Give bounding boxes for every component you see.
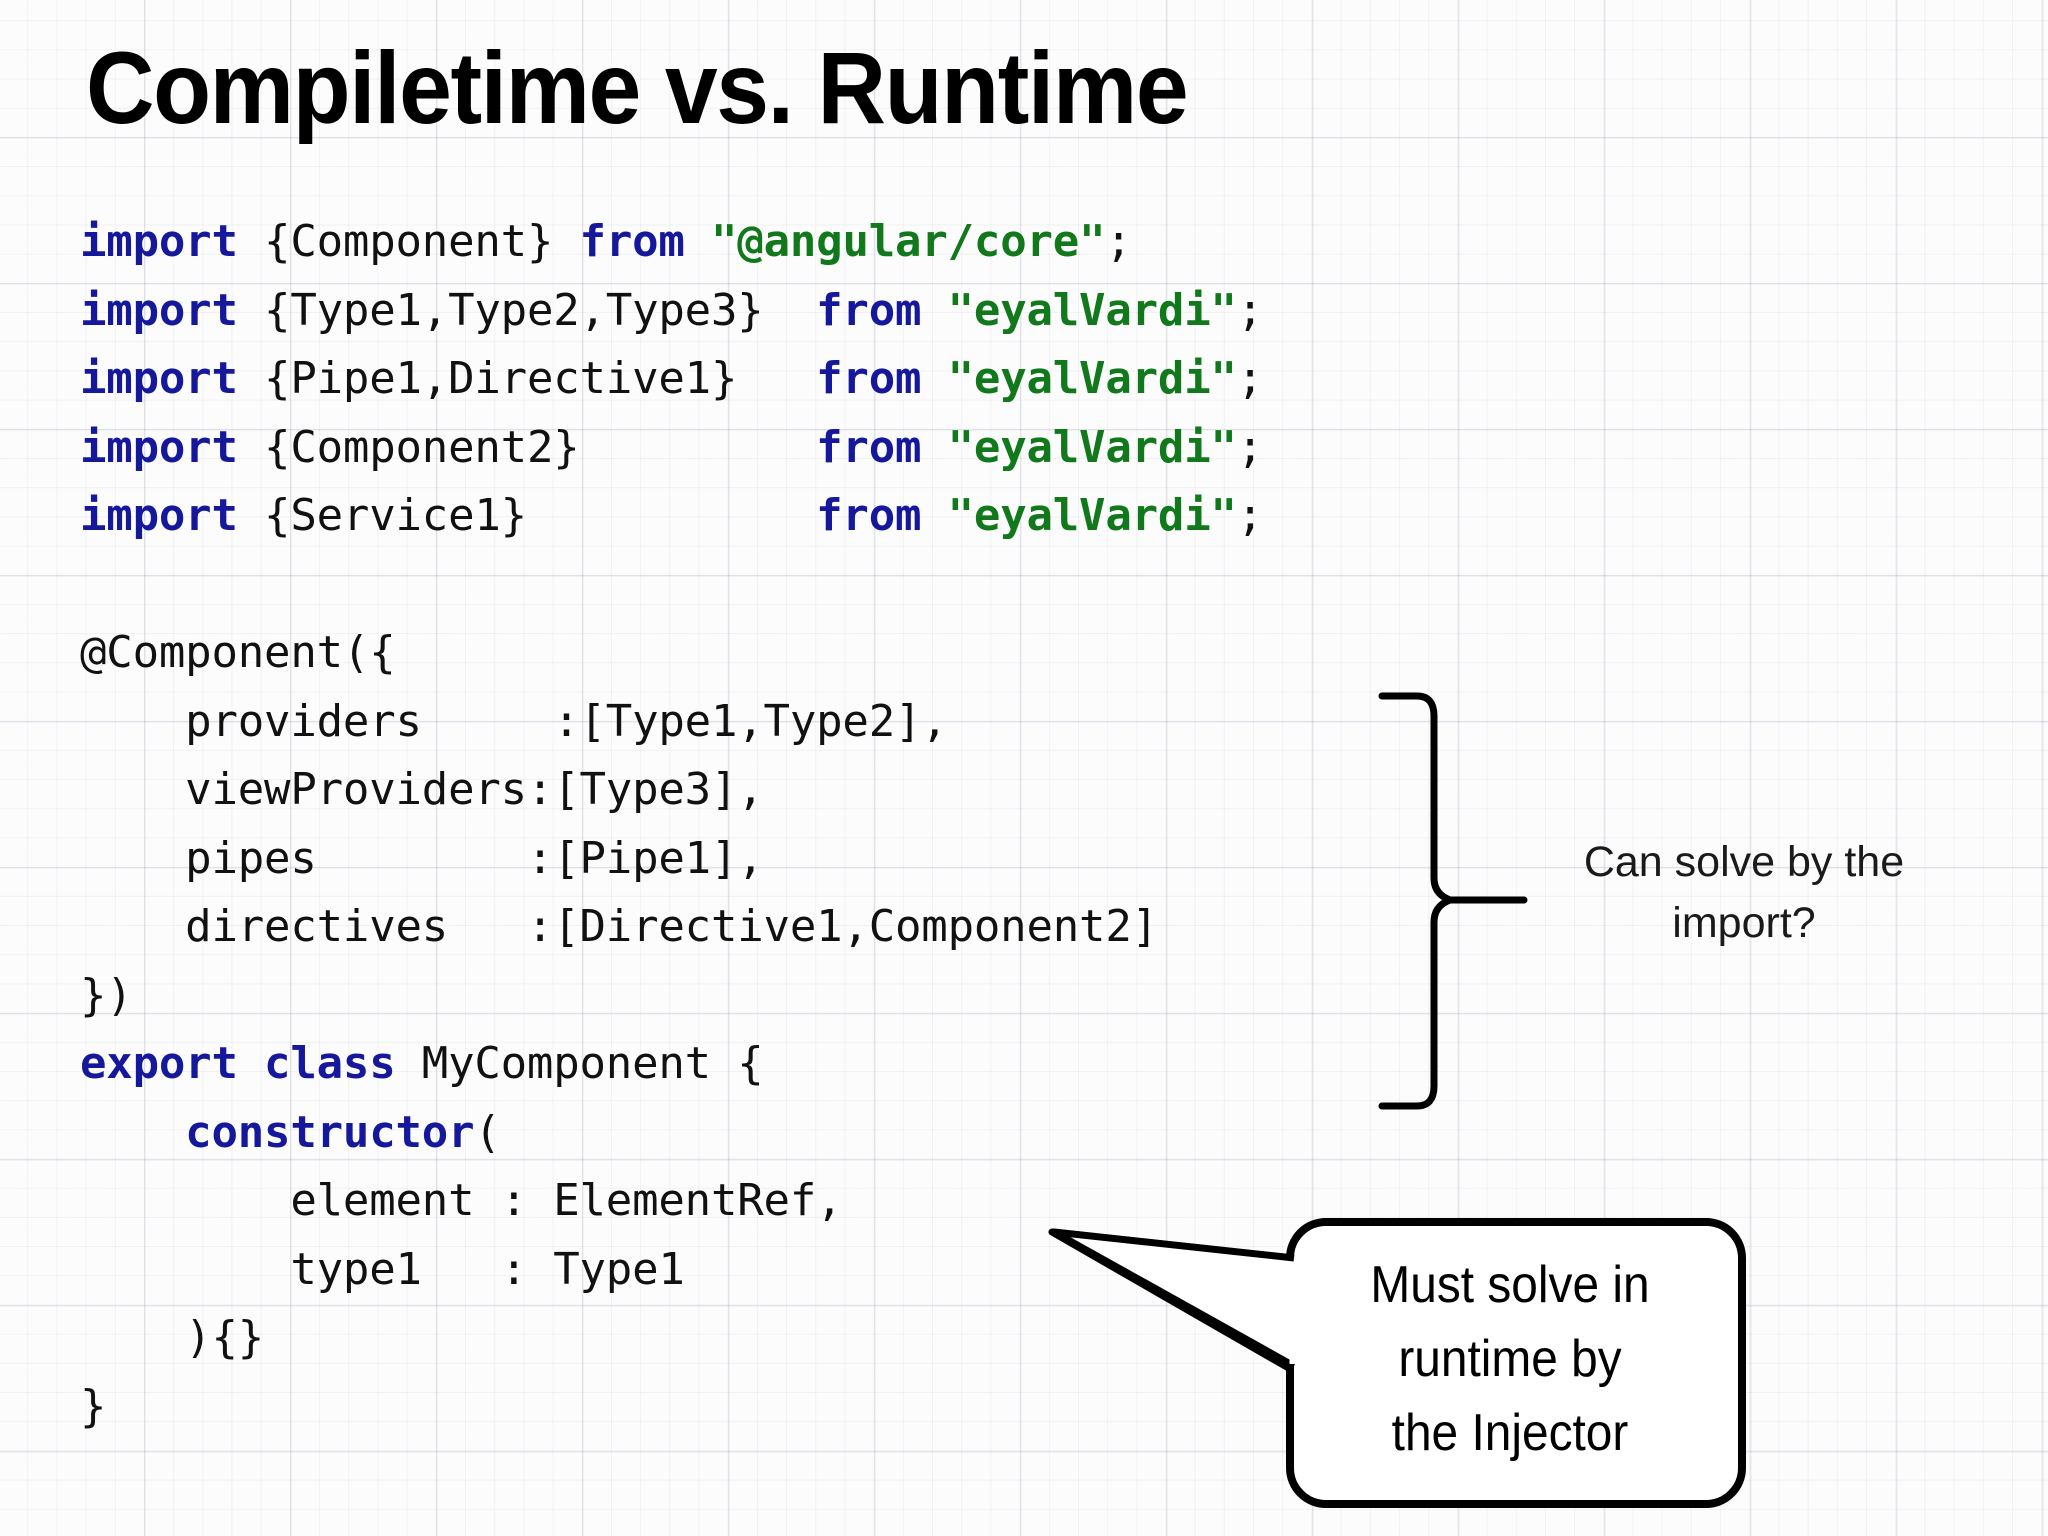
code-token: {Component2} (237, 421, 817, 473)
code-token: import (80, 421, 238, 473)
code-token: @Component({ (80, 627, 396, 678)
code-token: "eyalVardi" (947, 353, 1237, 404)
code-token: } (80, 1380, 107, 1432)
brace-annotation-line-2: import? (1672, 899, 1816, 947)
code-token: {Pipe1,Directive1} (237, 353, 817, 404)
code-token: type1 : Type1 (80, 1243, 685, 1295)
code-token: {Component} (237, 216, 580, 267)
code-line-providers: providers :[Type1,Type2], (80, 688, 1263, 757)
code-line-import-pipe-directive: import {Pipe1,Directive1} from "eyalVard… (80, 345, 1263, 414)
code-line-import-types: import {Type1,Type2,Type3} from "eyalVar… (80, 277, 1263, 346)
code-token (921, 490, 947, 541)
code-token: from (816, 490, 922, 541)
code-token: "eyalVardi" (947, 421, 1237, 473)
curly-brace-annotation (1372, 688, 1528, 1110)
code-line-decorator-open: @Component({ (80, 619, 1263, 688)
code-token: pipes :[Pipe1], (80, 832, 764, 884)
code-token (921, 353, 947, 404)
code-token: viewProviders:[Type3], (80, 764, 764, 815)
code-token: "eyalVardi" (947, 284, 1237, 336)
code-line-import-component: import {Component} from "@angular/core"; (80, 208, 1263, 277)
code-token: import (80, 216, 238, 267)
code-token: ){} (80, 1312, 265, 1363)
code-token (685, 216, 711, 267)
code-token: import (80, 353, 238, 404)
code-token: directives :[Directive1,Component2] (80, 901, 1158, 952)
code-token: from (816, 353, 922, 404)
code-token: {Type1,Type2,Type3} (237, 284, 817, 336)
code-line-pipes: pipes :[Pipe1], (80, 825, 1263, 894)
code-line-import-component2: import {Component2} from "eyalVardi"; (80, 414, 1263, 483)
code-line-class-close: } (80, 1373, 1263, 1442)
brace-annotation-text: Can solve by the import? (1534, 832, 1954, 954)
code-token: ; (1236, 353, 1264, 404)
code-token: {Service1} (237, 490, 817, 541)
code-token: constructor (185, 1106, 475, 1158)
callout-line-2: runtime by (1398, 1330, 1622, 1388)
code-token (921, 422, 947, 473)
code-token: element : ElementRef, (80, 1175, 843, 1226)
code-token: "eyalVardi" (947, 490, 1237, 541)
code-token: ( (474, 1106, 501, 1158)
code-token: import (80, 284, 238, 336)
code-token: ; (1236, 421, 1264, 473)
code-line-class-decl: export class MyComponent { (80, 1030, 1263, 1099)
callout-bubble: Must solve in runtime by the Injector (1002, 1214, 1762, 1514)
code-line-import-service1: import {Service1} from "eyalVardi"; (80, 482, 1263, 551)
code-line-param-type1: type1 : Type1 (80, 1236, 1263, 1305)
code-token: from (579, 216, 685, 267)
code-token: from (816, 284, 922, 336)
code-token (921, 285, 947, 336)
page-title: Compiletime vs. Runtime (86, 31, 1189, 145)
code-token: }) (80, 969, 133, 1021)
code-line-blank-1 (80, 551, 1263, 620)
code-block: import {Component} from "@angular/core";… (80, 208, 1263, 1441)
brace-annotation-line-1: Can solve by the (1583, 838, 1905, 886)
code-line-decorator-close: }) (80, 962, 1263, 1031)
callout-text: Must solve in runtime by the Injector (1317, 1248, 1703, 1470)
code-line-constructor: constructor( (80, 1099, 1263, 1168)
code-token: providers :[Type1,Type2], (80, 695, 948, 747)
code-token: MyComponent { (395, 1038, 764, 1089)
code-token (80, 1107, 185, 1158)
callout-line-3: the Injector (1391, 1404, 1629, 1462)
code-token: ; (1236, 490, 1264, 541)
code-token: ; (1236, 284, 1264, 336)
code-line-constructor-close: ){} (80, 1304, 1263, 1373)
code-token: ; (1105, 216, 1132, 267)
code-token: import (80, 490, 238, 541)
code-token: export class (80, 1038, 396, 1089)
code-token: "@angular/core" (711, 216, 1106, 267)
code-line-view-providers: viewProviders:[Type3], (80, 756, 1263, 825)
code-token: from (816, 421, 922, 473)
callout-line-1: Must solve in (1370, 1256, 1650, 1314)
code-line-param-element: element : ElementRef, (80, 1167, 1263, 1236)
code-line-directives: directives :[Directive1,Component2] (80, 893, 1263, 962)
